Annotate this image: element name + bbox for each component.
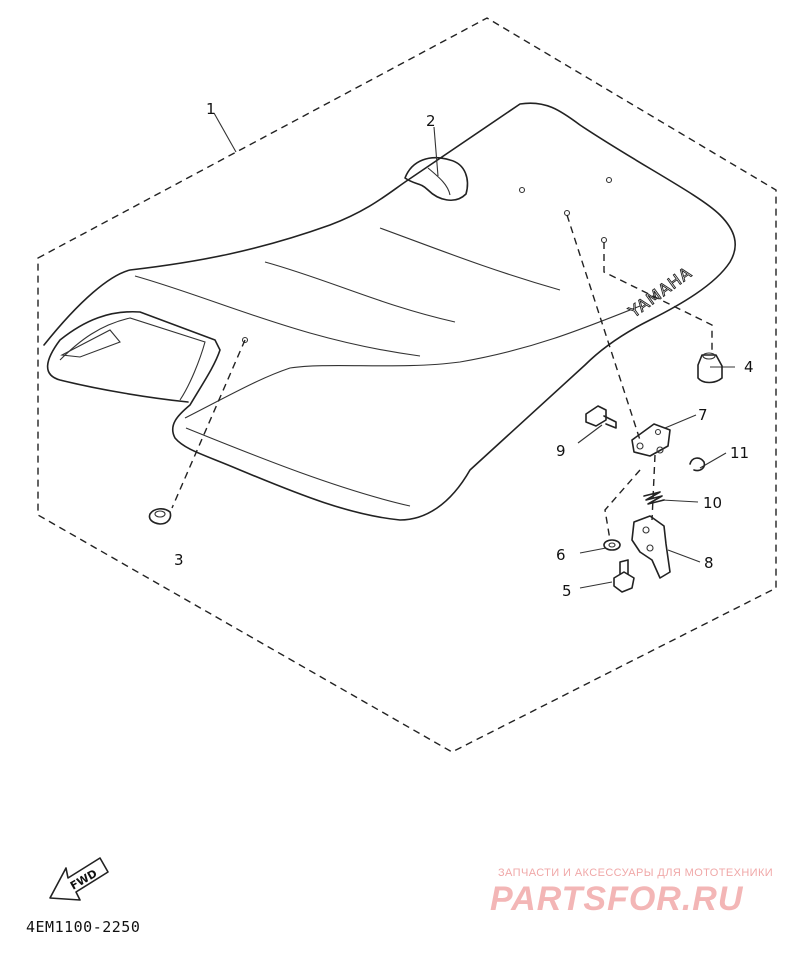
watermark-tagline: ЗАПЧАСТИ И АКСЕССУАРЫ ДЛЯ МОТОТЕХНИКИ — [498, 867, 774, 879]
part-9-bolt — [585, 405, 617, 429]
assembly-boundary — [37, 17, 777, 753]
part-8-lock-hook — [631, 515, 671, 579]
part-10-spring — [643, 491, 665, 505]
callout-11: 11 — [730, 444, 749, 462]
seat-brand-text: YAMAHA — [624, 263, 695, 322]
callout-2: 2 — [426, 112, 436, 130]
callout-labels: 1 2 3 4 5 6 7 8 9 10 11 — [174, 100, 754, 600]
callout-3: 3 — [174, 551, 184, 569]
diagram-code: 4EM1100-2250 — [26, 918, 141, 936]
watermark-logo: PARTSFOR.RU — [490, 880, 744, 918]
part-5-bolt — [613, 559, 635, 593]
callout-8: 8 — [704, 554, 714, 572]
fwd-arrow-icon: FWD — [49, 857, 109, 901]
part-3-grommet — [148, 508, 172, 525]
callout-1: 1 — [206, 100, 216, 118]
part-11-clip — [689, 457, 706, 472]
callout-7: 7 — [698, 406, 708, 424]
part-7-bracket — [631, 423, 671, 457]
seat-body: YAMAHA — [43, 102, 736, 521]
part-4-damper — [697, 352, 723, 384]
callout-4: 4 — [744, 358, 754, 376]
callout-6: 6 — [556, 546, 566, 564]
leader-lines — [171, 112, 735, 589]
callout-10: 10 — [703, 494, 722, 512]
callout-9: 9 — [556, 442, 566, 460]
fwd-label: FWD — [68, 867, 99, 893]
callout-5: 5 — [562, 582, 572, 600]
part-6-washer — [603, 539, 621, 551]
